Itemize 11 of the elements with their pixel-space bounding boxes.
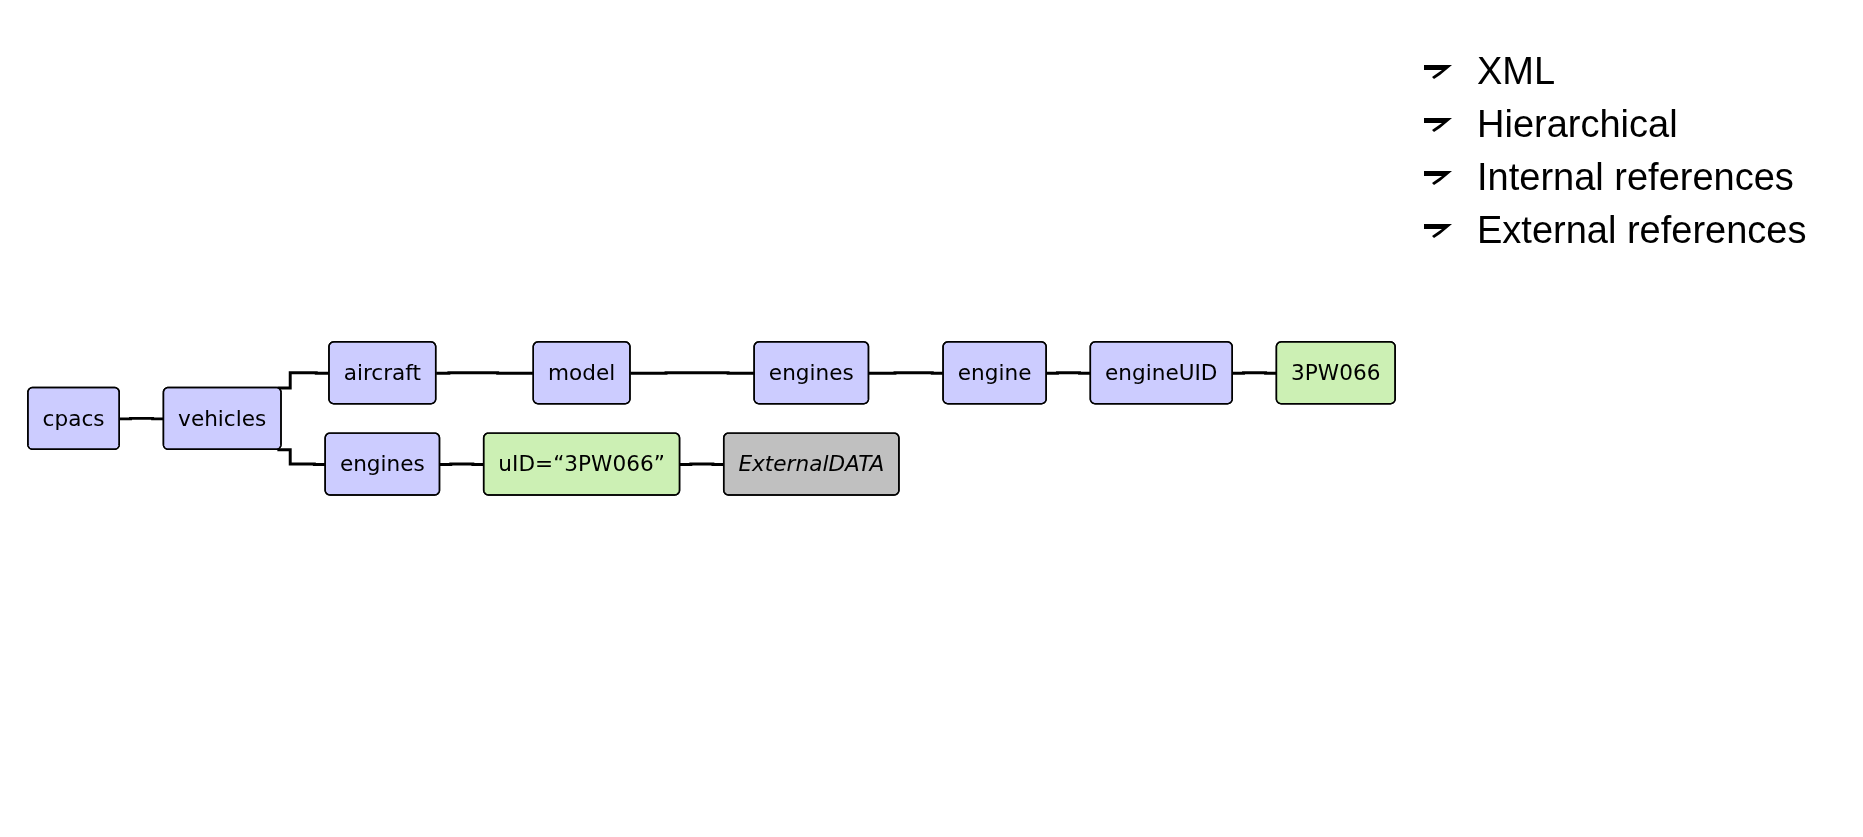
- connector: [277, 448, 326, 467]
- connector: [868, 371, 944, 375]
- connector: [630, 371, 755, 375]
- connector: [119, 417, 164, 421]
- bullet-text: XML: [1477, 50, 1556, 93]
- connector: [1046, 371, 1091, 375]
- bullet-text: Internal references: [1477, 156, 1794, 199]
- bullet-text: Hierarchical: [1477, 103, 1678, 146]
- connector: [436, 371, 534, 375]
- connector: [1232, 371, 1277, 375]
- bullet-text: External references: [1477, 209, 1807, 252]
